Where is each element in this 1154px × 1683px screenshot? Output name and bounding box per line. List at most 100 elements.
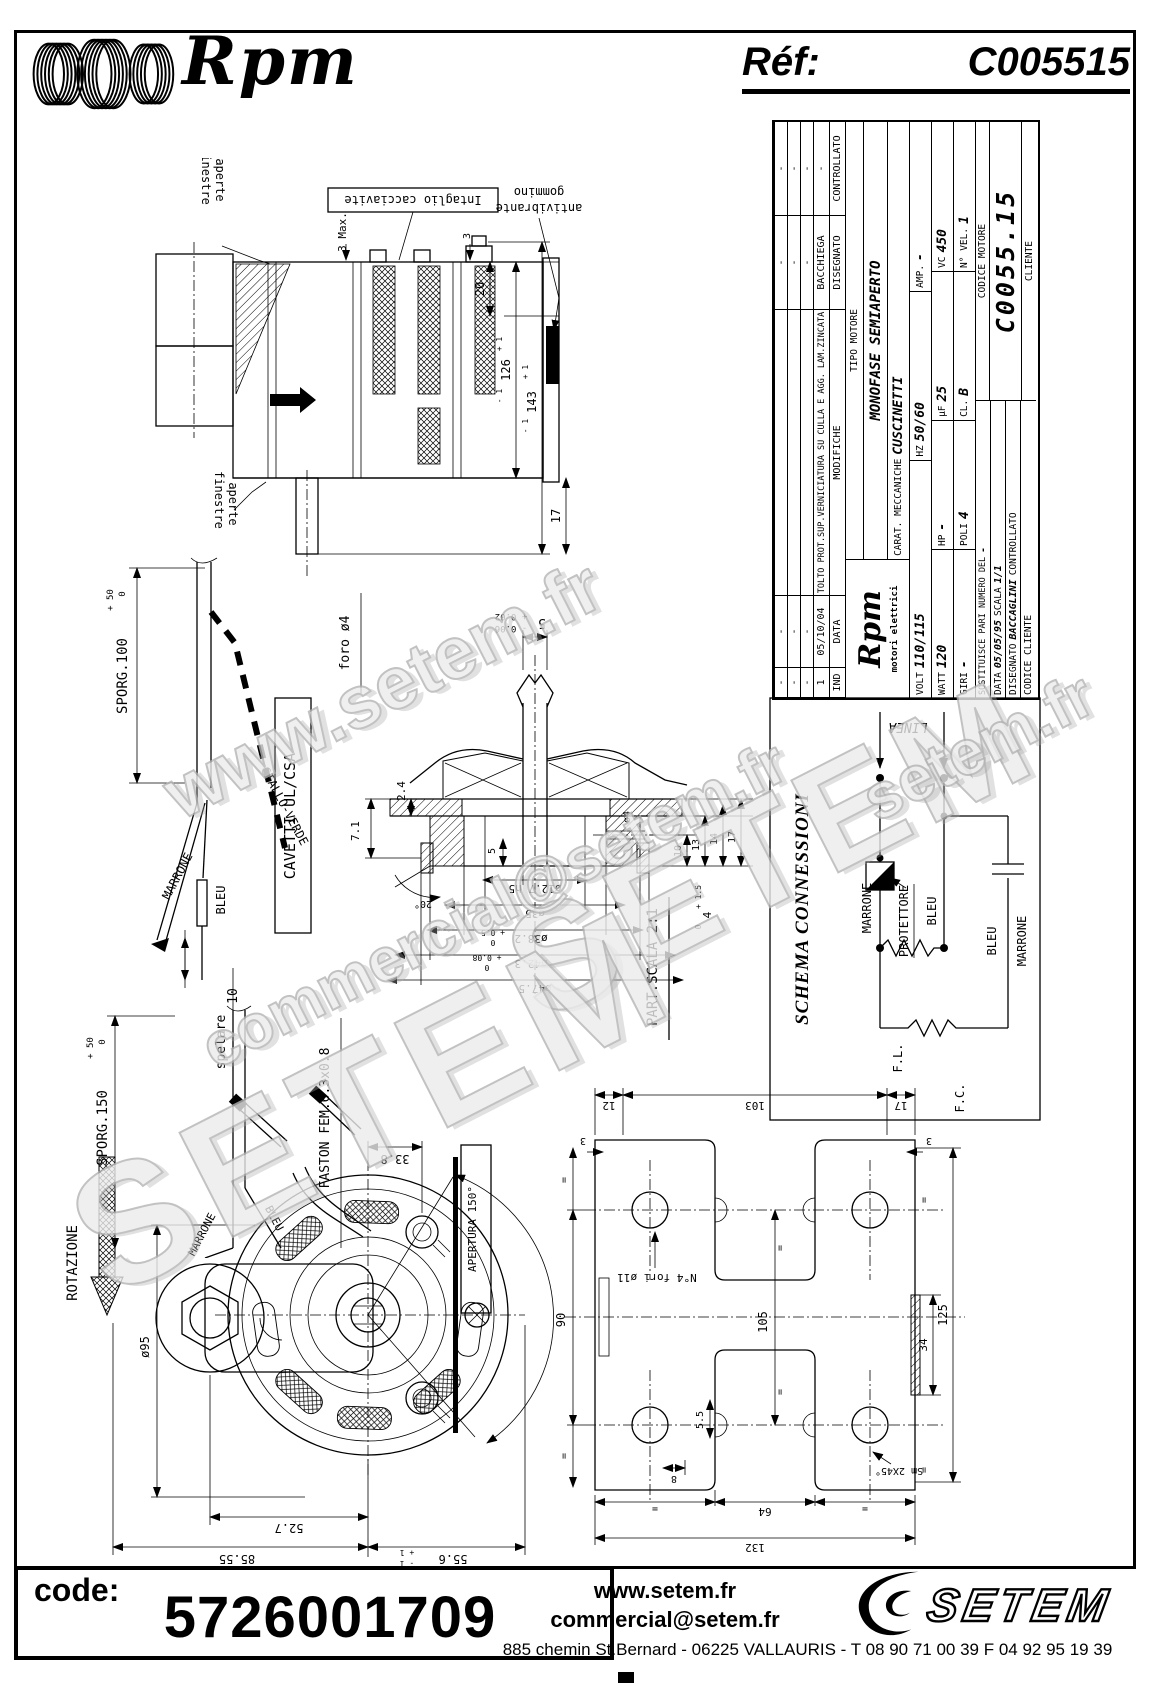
dim-55-6-tolp: + 1 xyxy=(400,1548,415,1557)
dim-52-7: 52.7 xyxy=(275,1521,304,1535)
eq-bottom-left: = xyxy=(652,1503,658,1514)
dim-sporg150: SPORG.150 xyxy=(95,1090,111,1166)
dim-85-55: 85.55 xyxy=(219,1552,255,1566)
scala-label: SCALA xyxy=(992,587,1004,616)
rpm-coils-icon xyxy=(32,38,175,110)
rev-cell: - xyxy=(774,667,788,698)
dim-o38-2: ø38.2 xyxy=(514,932,547,945)
dim-33-8: 33.8 xyxy=(381,1152,410,1166)
label-rotazione: ROTAZIONE xyxy=(65,1225,81,1301)
cliente-label: CLIENTE xyxy=(1023,241,1035,282)
rev-header-controllato: CONTROLLATO xyxy=(829,121,846,216)
front-view-drawing: ROTAZIONE ø95 xyxy=(65,1085,554,1568)
schema-marrone-1: MARRONE xyxy=(860,883,874,934)
dim-o42-3-tol0: 0 xyxy=(484,963,489,972)
ref-label: Réf: xyxy=(742,40,820,84)
rev-cell: - xyxy=(787,667,801,698)
footer-contact: www.setem.fr commercial@setem.fr xyxy=(470,1576,860,1634)
dim-o35: ø35 xyxy=(525,907,545,920)
schema-bleu-2: BLEU xyxy=(985,927,999,956)
giri-label: GIRI xyxy=(959,672,970,695)
brand-title: Rpm xyxy=(182,22,359,100)
rev-cell: - xyxy=(800,215,814,310)
direction-arrow xyxy=(270,387,316,413)
rev-header-ind: IND xyxy=(829,667,846,698)
side-view-drawing: finestre aperte Intaglio cacciavite gomm… xyxy=(155,158,582,578)
dim-55-6: 55.6 xyxy=(439,1552,468,1566)
reference-block: Réf: C005515 xyxy=(742,40,1130,94)
dim-143-tolp: + 1 xyxy=(521,365,530,380)
uf-label: µF xyxy=(937,405,948,417)
poli-value: 4 xyxy=(957,511,972,520)
dim-2-4: 2.4 xyxy=(395,781,408,801)
label-marrone: MARRONE xyxy=(159,851,195,902)
dim-17: 17 xyxy=(549,509,563,523)
dim-sporg100-tolp: + 50 xyxy=(106,589,116,611)
dim-5-tolm: - 0.06 xyxy=(495,623,528,633)
schema-fc: F.C. xyxy=(953,1084,967,1113)
rev-cell xyxy=(787,309,801,596)
carat-value: CUSCINETTI xyxy=(891,376,906,455)
rev-cell: - xyxy=(787,595,801,668)
dim-132: 132 xyxy=(745,1541,765,1554)
dim-3: 3 xyxy=(462,233,473,239)
rev-header-disegnato: DISEGNATO xyxy=(829,215,846,310)
label-finestre-aperte-1b: aperte xyxy=(213,158,227,201)
eq-center-bottom: = xyxy=(775,1389,786,1395)
sostituisce-value: - xyxy=(977,546,989,553)
schema-protettore-label: PROTETTORE xyxy=(897,885,911,957)
dim-125: 125 xyxy=(936,1304,950,1326)
dim-3max: 3 Max. xyxy=(336,212,349,252)
titleblock-brand: Rpm xyxy=(852,590,888,668)
dim-17b: 17 xyxy=(727,831,738,843)
dim-17c: 17 xyxy=(894,1099,907,1112)
wiring-schema: SCHEMA CONNESSIONI LINEA MARRONE PROTETT… xyxy=(769,697,1041,1121)
dim-20deg: 20° xyxy=(414,898,432,909)
rev-cell xyxy=(774,309,788,596)
rev-cell: - xyxy=(774,215,788,310)
carat-label: CARAT. MECCANICHE xyxy=(893,458,904,556)
dim-126-tolp: + 1 xyxy=(495,337,504,352)
eq-left-bottom: = xyxy=(559,1453,570,1459)
label-finestre-aperte-2b: aperte xyxy=(226,482,240,525)
watt-value: 120 xyxy=(935,644,950,669)
titleblock-brand-sub: motori elettrici xyxy=(889,585,900,673)
code-value: 5726001709 xyxy=(163,1585,497,1650)
eq-right-bottom: = xyxy=(919,1467,930,1473)
rev-cell: - xyxy=(787,121,801,216)
footer-site: www.setem.fr xyxy=(593,1578,737,1603)
label-gommino-a: gommino xyxy=(514,185,565,199)
poli-label: POLI xyxy=(959,523,970,547)
dim-12: 12 xyxy=(602,1099,615,1112)
amp-value: - xyxy=(913,253,928,261)
watt-label: WATT xyxy=(937,672,948,695)
eq-left-top: = xyxy=(559,1177,570,1183)
codice-motore-value: C0055.15 xyxy=(991,188,1020,334)
scala-value: 1/1 xyxy=(992,565,1004,584)
eq-bottom-right: = xyxy=(862,1503,868,1514)
sostituisce-label: SOSTITUISCE PARI NUMERO DEL xyxy=(978,556,988,695)
rev-cell: - xyxy=(774,121,788,216)
rev-cell: - xyxy=(774,595,788,668)
rev-cell xyxy=(800,309,814,596)
codice-motore-label: CODICE MOTORE xyxy=(977,223,988,299)
nvel-label: N° VEL. xyxy=(959,227,970,268)
vc-value: 450 xyxy=(935,229,950,253)
mounting-bracket xyxy=(155,1263,374,1373)
label-bleu: BLEU xyxy=(214,886,228,915)
volt-value: 110/115 xyxy=(913,613,928,669)
footer-address: 885 chemin St.Bernard - 06225 VALLAURIS … xyxy=(502,1640,1113,1659)
tipo-motore-value: MONOFASE SEMIAPERTO xyxy=(867,260,884,421)
dim-143-tolm: - 1 xyxy=(521,419,530,434)
schema-bleu-1: BLEU xyxy=(925,897,939,926)
titleblock-logo: Rpm motori elettrici xyxy=(846,558,910,698)
rev-author: BACCHIEGA xyxy=(813,215,830,310)
dim-34: 34 xyxy=(917,1338,930,1352)
dim-55-6-tolm: - 1 xyxy=(400,1559,415,1568)
rev-header-data: DATA xyxy=(829,595,846,668)
label-foro-o4: foro ø4 xyxy=(338,615,353,670)
hz-value: 50/60 xyxy=(913,402,928,442)
dim-4-tolp: + 1.5 xyxy=(694,885,703,909)
dim-sporg100: SPORG.100 xyxy=(115,638,131,714)
